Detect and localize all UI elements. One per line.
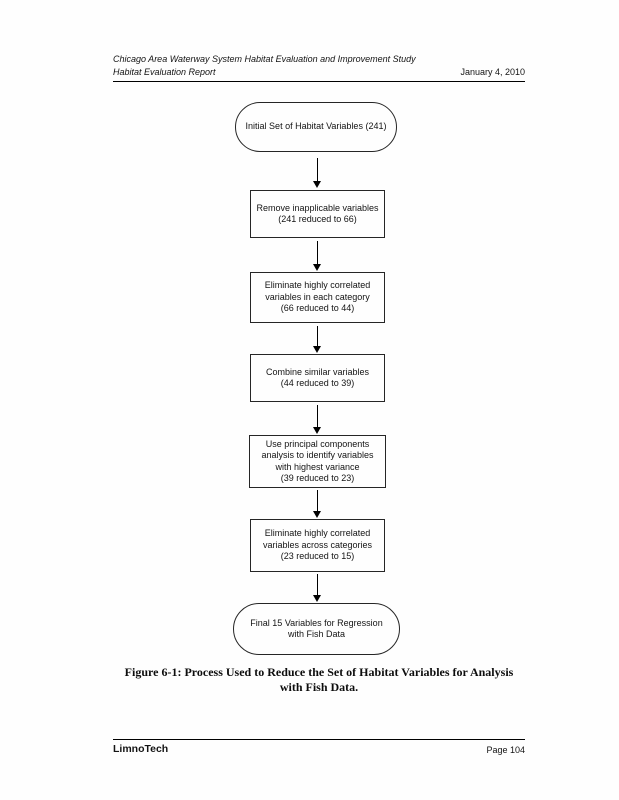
flow-step-3: Combine similar variables (44 reduced to… [250, 354, 385, 402]
page-number: Page 104 [486, 745, 525, 755]
footer-rule [113, 739, 525, 740]
flow-end-node: Final 15 Variables for Regression with F… [233, 603, 400, 655]
study-title: Chicago Area Waterway System Habitat Eva… [113, 54, 416, 64]
report-date: January 4, 2010 [460, 67, 525, 77]
flow-step-4: Use principal components analysis to ide… [249, 435, 386, 488]
down-arrow [313, 326, 322, 353]
flow-step-1: Remove inapplicable variables (241 reduc… [250, 190, 385, 238]
down-arrow [313, 574, 322, 602]
flow-step-5: Eliminate highly correlated variables ac… [250, 519, 385, 572]
flow-start-node: Initial Set of Habitat Variables (241) [235, 102, 397, 152]
company-name: LimnoTech [113, 743, 169, 755]
down-arrow [313, 490, 322, 518]
header-rule [113, 81, 525, 82]
flow-step-2: Eliminate highly correlated variables in… [250, 272, 385, 323]
down-arrow [313, 158, 322, 188]
down-arrow [313, 405, 322, 434]
page-header: Chicago Area Waterway System Habitat Eva… [113, 53, 525, 79]
down-arrow [313, 241, 322, 271]
figure-caption: Figure 6-1: Process Used to Reduce the S… [124, 665, 514, 694]
report-title: Habitat Evaluation Report [113, 67, 216, 77]
